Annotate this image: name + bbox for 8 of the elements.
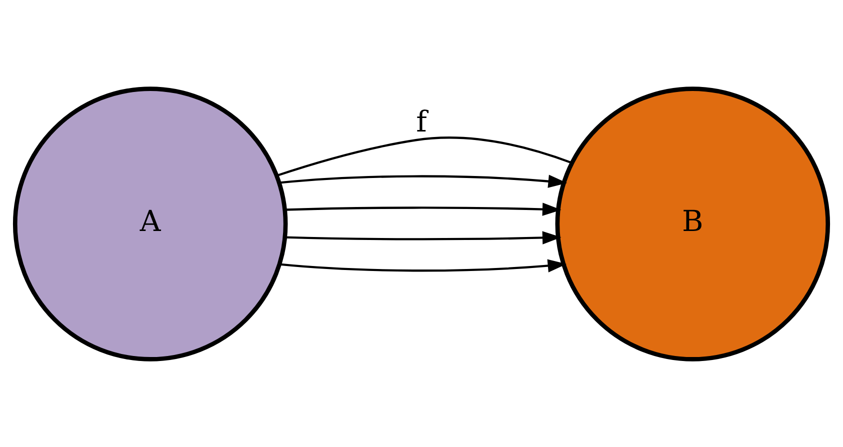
arrow bbox=[285, 230, 562, 244]
arrow bbox=[280, 258, 567, 272]
edge-label: f bbox=[416, 104, 427, 138]
arrow bbox=[280, 174, 568, 188]
arrow bbox=[285, 202, 562, 216]
node-circle: A bbox=[12, 86, 288, 361]
connector bbox=[276, 136, 572, 176]
node-circle: B bbox=[555, 86, 830, 361]
